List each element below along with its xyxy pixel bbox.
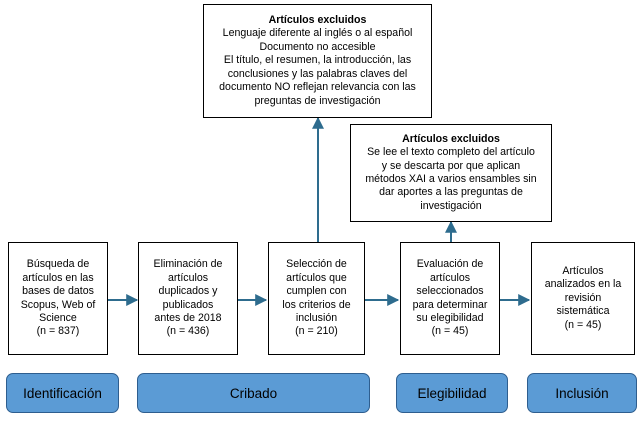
- duplicados-count: (n = 436): [166, 325, 210, 338]
- identificacion-line: bases de datos: [22, 285, 94, 298]
- inclusion-line: analizados en la: [544, 278, 622, 291]
- excluidos-elegibilidad-line: investigación: [420, 199, 482, 212]
- stage-cribado: Cribado: [137, 373, 370, 413]
- identificacion-line: artículos en las: [22, 271, 94, 284]
- evaluacion-line: su elegibilidad: [416, 311, 484, 324]
- seleccion-line: cumplen con: [286, 285, 347, 298]
- inclusion-line: sistemática: [556, 305, 610, 318]
- identificacion-line: Scopus, Web of: [20, 298, 96, 311]
- excluidos-elegibilidad-line: Se lee el texto completo del artículo: [367, 146, 535, 159]
- excluidos-cribado-title: Artículos excluidos: [268, 14, 367, 27]
- evaluacion-line: Evaluación de: [416, 258, 484, 271]
- seleccion-box: Selección de artículos que cumplen con l…: [268, 242, 365, 355]
- stage-identificacion: Identificación: [6, 373, 119, 413]
- excluidos-cribado-line: conclusiones y las palabras claves del: [227, 67, 408, 80]
- duplicados-line: publicados: [162, 298, 214, 311]
- inclusion-count: (n = 45): [564, 318, 602, 331]
- seleccion-line: Selección de: [286, 258, 347, 271]
- seleccion-line: inclusión: [295, 311, 338, 324]
- stage-inclusion: Inclusión: [527, 373, 637, 413]
- excluidos-elegibilidad-line: métodos XAI a varios ensambles sin: [365, 173, 537, 185]
- seleccion-line: los criterios de: [282, 298, 351, 311]
- seleccion-count: (n = 210): [295, 325, 338, 338]
- inclusion-line: Artículos: [562, 264, 604, 277]
- excluidos-cribado-line: preguntas de investigación: [254, 94, 381, 107]
- excluidos-cribado-line: Lenguaje diferente al inglés o al españo…: [222, 27, 413, 40]
- stage-elegibilidad: Elegibilidad: [396, 373, 508, 413]
- inclusion-box: Artículos analizados en la revisión sist…: [531, 242, 635, 355]
- evaluacion-line: para determinar: [412, 298, 488, 311]
- duplicados-line: duplicados y: [158, 285, 218, 298]
- excluidos-elegibilidad-box: Artículos excluidos Se lee el texto comp…: [350, 124, 552, 222]
- excluidos-cribado-line: documento NO reflejan relevancia con las: [219, 81, 416, 94]
- identificacion-line: Búsqueda de: [26, 258, 90, 271]
- identificacion-line: Science: [39, 311, 77, 324]
- duplicados-box: Eliminación de artículos duplicados y pu…: [138, 242, 238, 355]
- evaluacion-line: artículos: [429, 271, 471, 284]
- excluidos-elegibilidad-title: Artículos excluidos: [402, 132, 500, 145]
- identificacion-count: (n = 837): [36, 325, 80, 338]
- excluidos-cribado-box: Artículos excluidos Lenguaje diferente a…: [203, 4, 432, 118]
- seleccion-line: artículos que: [286, 271, 347, 284]
- duplicados-line: Eliminación de: [153, 258, 223, 271]
- excluidos-cribado-line: Documento no accesible: [259, 40, 376, 53]
- excluidos-elegibilidad-line: y se descarta por que aplican: [381, 159, 521, 172]
- excluidos-cribado-line: El título, el resumen, la introducción, …: [223, 54, 412, 67]
- evaluacion-count: (n = 45): [431, 325, 469, 338]
- inclusion-line: revisión: [564, 291, 602, 304]
- identificacion-box: Búsqueda de artículos en las bases de da…: [8, 242, 108, 355]
- duplicados-line: artículos: [167, 271, 209, 284]
- duplicados-line: antes de 2018: [154, 311, 222, 324]
- excluidos-elegibilidad-line: dar aportes a las preguntas de: [379, 186, 523, 199]
- evaluacion-box: Evaluación de artículos seleccionados pa…: [400, 242, 500, 355]
- evaluacion-line: seleccionados: [416, 285, 484, 298]
